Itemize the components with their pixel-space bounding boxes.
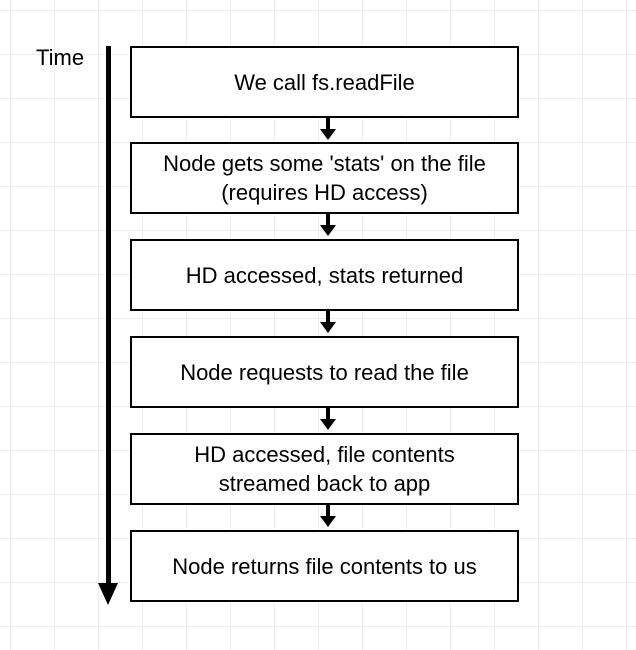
connector-arrow	[320, 505, 336, 529]
connector-arrow	[320, 118, 336, 142]
connector-arrow	[320, 408, 336, 432]
connector-arrow	[320, 214, 336, 238]
step-label: Node returns file contents to us	[172, 553, 477, 579]
step-box-stats-returned: HD accessed, stats returned	[130, 239, 519, 311]
connector-arrow	[320, 311, 336, 335]
step-box-get-stats: Node gets some 'stats' on the file(requi…	[130, 142, 519, 214]
step-box-return-contents: Node returns file contents to us	[130, 530, 519, 602]
step-box-call-readfile: We call fs.readFile	[130, 46, 519, 118]
time-axis-line	[106, 46, 111, 586]
step-label: Node gets some 'stats' on the file(requi…	[163, 151, 486, 205]
time-axis-arrowhead	[98, 583, 118, 605]
step-box-request-read: Node requests to read the file	[130, 336, 519, 408]
time-label: Time	[36, 45, 85, 70]
step-label: HD accessed, stats returned	[185, 262, 464, 288]
step-label: Node requests to read the file	[180, 359, 469, 385]
step-label: We call fs.readFile	[234, 69, 415, 95]
